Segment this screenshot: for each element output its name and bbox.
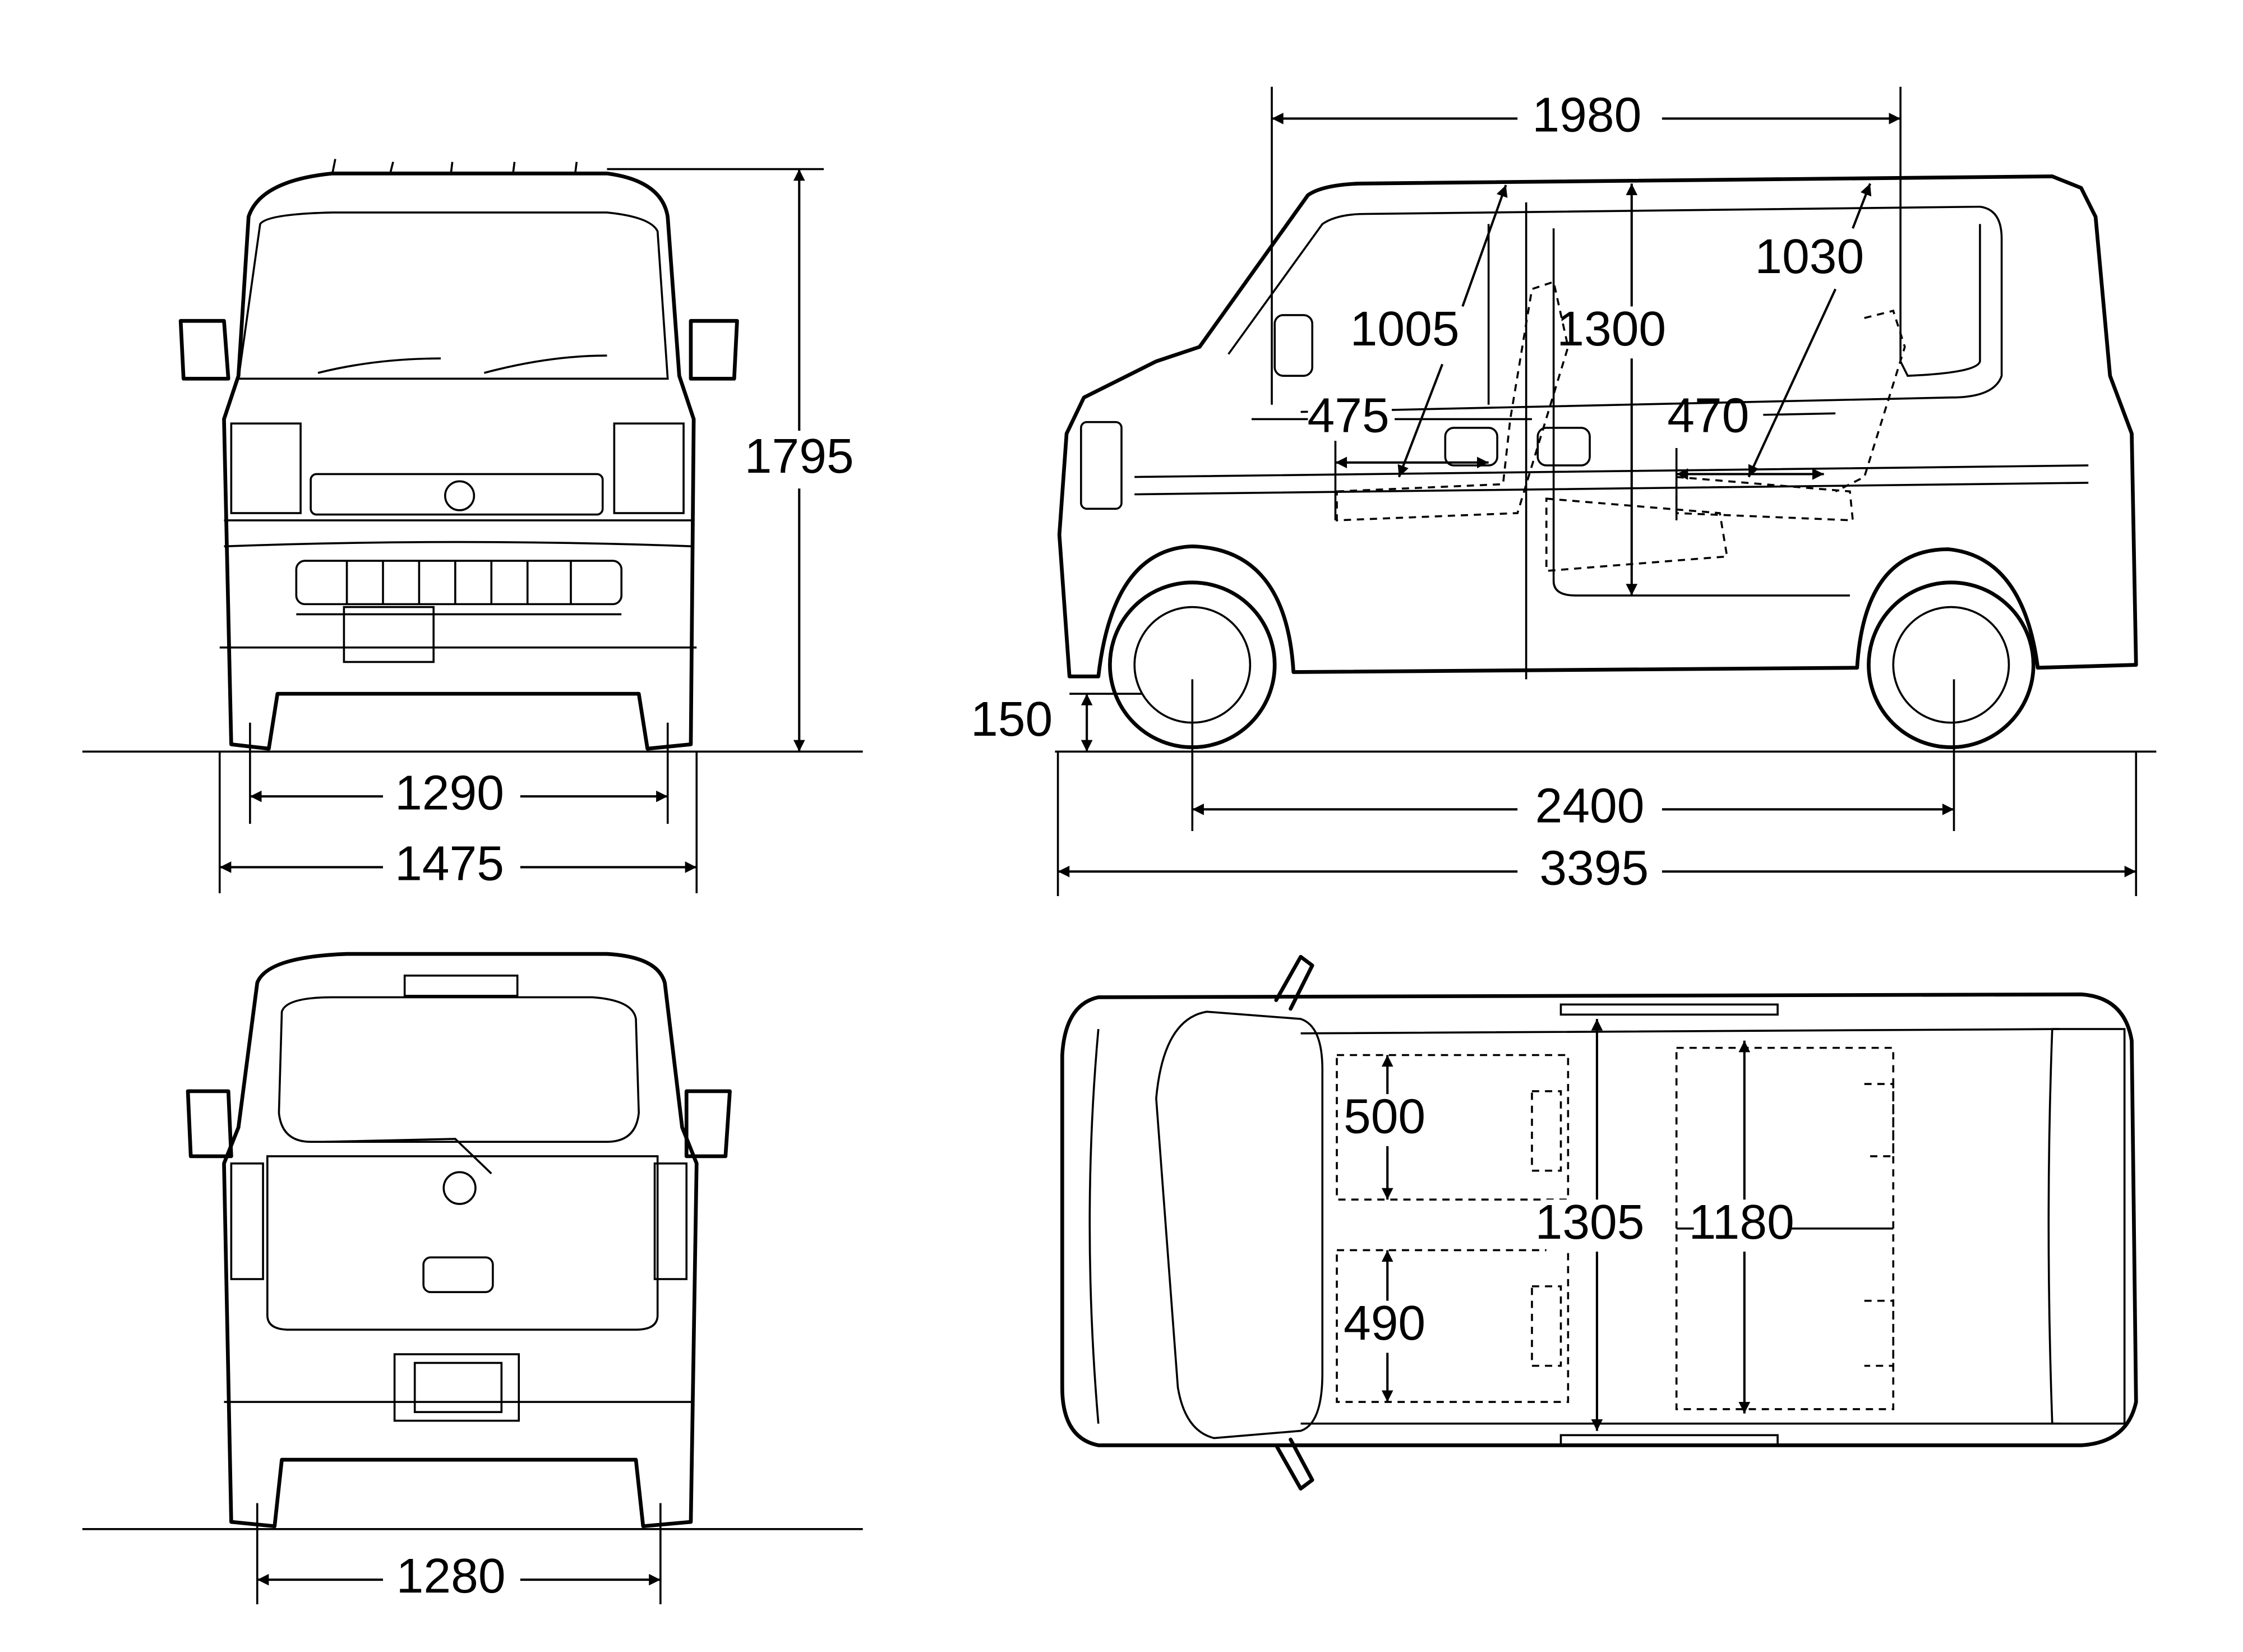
- front-headroom-label: 1005: [1350, 301, 1460, 356]
- top-view: 500 490 1305 1180: [1060, 954, 2138, 1491]
- front-width-label: 1475: [395, 836, 504, 891]
- front-legroom-label: 475: [1308, 388, 1390, 443]
- rear-interior-width-label: 1180: [1688, 1194, 1794, 1249]
- front-height-label: 1795: [745, 428, 854, 483]
- rear-headroom-label: 1030: [1755, 229, 1864, 284]
- ground-clearance-label: 150: [971, 691, 1053, 746]
- front-view: 1795 1290 1475: [82, 159, 863, 896]
- rear-view: 1280: [82, 952, 863, 1609]
- wheelbase-label: 2400: [1535, 778, 1645, 833]
- side-roof-length-label: 1980: [1532, 87, 1641, 142]
- rear-legroom-label: 470: [1667, 388, 1749, 443]
- rear-tread-label: 1280: [396, 1548, 506, 1603]
- front-seat-width-upper-label: 500: [1344, 1089, 1425, 1144]
- side-view: 1980 1005 1300 1030 475 470 150 2400 339…: [971, 86, 2157, 901]
- interior-height-label: 1300: [1557, 301, 1666, 356]
- front-tread-label: 1290: [395, 765, 504, 820]
- overall-length-label: 3395: [1539, 840, 1649, 895]
- front-seat-width-lower-label: 490: [1344, 1295, 1425, 1350]
- front-interior-width-label: 1305: [1535, 1194, 1645, 1249]
